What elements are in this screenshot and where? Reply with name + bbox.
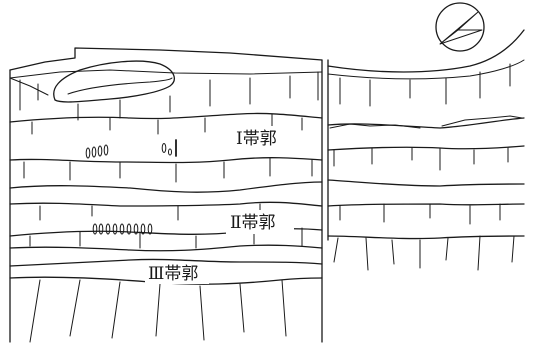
right-base-line — [327, 235, 525, 240]
band1-posthole-cluster-a — [85, 144, 109, 159]
band1-posthole-cluster-b — [161, 139, 177, 157]
band1-band2-boundary — [9, 181, 323, 193]
right-stone-row — [329, 115, 523, 129]
band2-band3-boundary — [9, 244, 323, 252]
right-band1-upper — [327, 117, 525, 129]
right-top-surface — [327, 29, 525, 73]
right-section — [327, 29, 525, 271]
left-section-outline — [9, 59, 323, 343]
band3-label: Ⅲ帯郭 — [148, 264, 198, 284]
right-band2-upper — [327, 179, 525, 187]
band1-label-bg — [232, 126, 296, 150]
band2-label: Ⅱ帯郭 — [230, 213, 276, 233]
band3-lower-boundary — [9, 276, 323, 285]
band3-upper-boundary — [9, 258, 323, 267]
band1-upper-boundary — [9, 112, 323, 123]
north-arrow-icon — [435, 2, 485, 52]
right-hatch-ticks — [333, 63, 515, 271]
right-band1-lower — [327, 145, 525, 151]
band2-posthole-row — [92, 223, 153, 235]
left-hatch-ticks — [19, 71, 319, 343]
left-section — [9, 47, 323, 343]
left-top-inner-line — [9, 69, 323, 79]
left-top-slope — [9, 77, 49, 96]
right-band2-lower — [327, 203, 525, 207]
mound-stone — [53, 60, 175, 103]
band3-label-bg — [145, 262, 209, 284]
band2-upper-boundary — [9, 201, 323, 207]
left-top-surface — [9, 47, 323, 71]
band1-lower-boundary — [9, 157, 323, 164]
band1-label: Ⅰ帯郭 — [236, 129, 277, 149]
band2-label-bg — [226, 210, 294, 234]
mound-stone-inner — [67, 77, 173, 95]
